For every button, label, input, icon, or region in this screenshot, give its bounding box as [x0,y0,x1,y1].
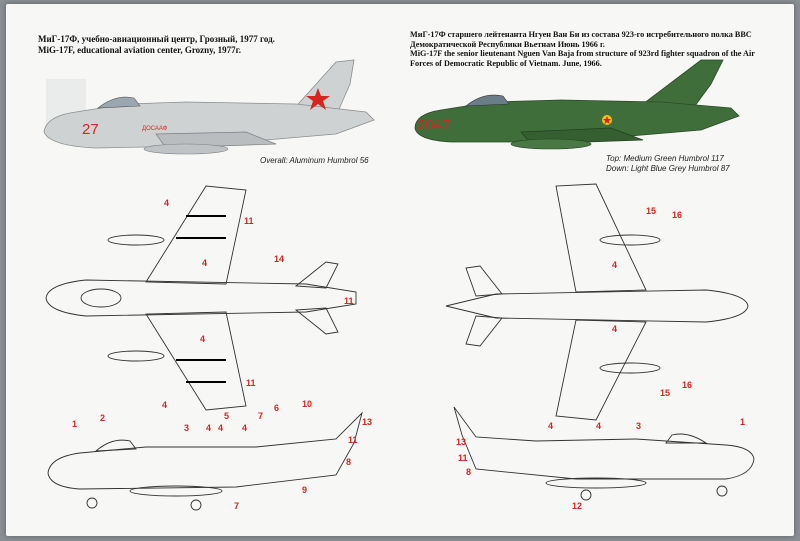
right-paint-bottom: Down: Light Blue Grey Humbrol 87 [606,163,730,173]
callout: 5 [224,411,229,421]
plan-tank-upper [599,234,661,246]
plan-upper-wing [145,185,247,285]
callout: 11 [344,296,354,306]
callout: 2 [100,413,105,423]
left-profile-aircraft: 27 ДОСААФ [43,59,375,155]
callout: 7 [234,501,239,511]
side-tank [129,485,223,497]
callout: 8 [466,467,471,477]
callout: 9 [302,485,307,495]
decal-instruction-sheet: МиГ-17Ф, учебно-авиационный центр, Грозн… [6,4,794,536]
drop-tank [510,138,592,150]
left-caption-ru: МиГ-17Ф, учебно-авиационный центр, Грозн… [38,34,275,44]
callout: 15 [646,206,656,216]
callout: 4 [202,258,207,268]
callout: 4 [612,324,617,334]
callout: 8 [346,457,351,467]
right-paint-top: Top: Medium Green Humbrol 117 [606,154,724,163]
plan-lower-wing [145,311,247,411]
right-profile-aircraft: 2047 [414,59,740,150]
callout: 4 [162,400,167,410]
callout: 16 [682,380,692,390]
red-star-icon [306,88,330,110]
left-side-view: 1 2 3 4 4 5 4 7 6 10 13 11 8 9 7 [47,399,372,511]
left-paint-note: Overall: Aluminum Humbrol 56 [260,156,369,165]
left-fuselage-text: ДОСААФ [142,126,168,132]
callout: 13 [362,417,372,427]
callout: 12 [572,501,582,511]
drop-tank [143,143,229,155]
callout: 4 [218,423,223,433]
left-caption: МиГ-17Ф, учебно-авиационный центр, Грозн… [38,34,338,55]
plan-lower-stab [465,315,503,347]
callout: 4 [164,198,169,208]
callout: 11 [246,378,256,388]
plan-lower-wing [555,319,647,421]
callout: 6 [274,403,279,413]
left-plan-view: 4 11 4 14 11 4 11 4 [45,185,357,411]
callout: 10 [302,399,312,409]
callout: 4 [200,334,205,344]
plan-upper-stab [465,265,503,297]
plan-tank-lower [107,350,165,362]
nose-wheel [86,497,98,509]
right-caption-ru: МиГ-17Ф старшего лейтенанта Нгуен Ван Би… [410,30,752,49]
plan-tank-upper [107,234,165,246]
roundel-star-icon [603,116,611,124]
callout: 15 [660,388,670,398]
callout: 4 [206,423,211,433]
plan-fuselage [45,279,357,317]
plan-tank-lower [599,362,661,374]
fuselage [43,101,375,149]
left-caption-en: MiG-17F, educational aviation center, Gr… [38,44,241,55]
callout: 4 [242,423,247,433]
canopy [465,94,510,107]
callout: 3 [184,423,189,433]
plan-upper-wing [555,183,647,293]
side-canopy [94,439,137,452]
main-wheel [190,499,202,511]
callout: 11 [458,453,468,463]
right-caption-en: MiG-17F the senior lieutenant Nguen Van … [410,49,755,68]
callout: 11 [244,216,254,226]
plan-fuselage [445,289,749,323]
plan-lower-stab [294,307,339,335]
callout: 4 [596,421,601,431]
callout: 13 [456,437,466,447]
nose-wheel [716,485,728,497]
callout: 7 [258,411,263,421]
right-caption: МиГ-17Ф старшего лейтенанта Нгуен Ван Би… [410,30,755,68]
side-tank [545,477,647,489]
fuselage [414,99,740,143]
callout: 4 [548,421,553,431]
plan-upper-stab [294,261,339,289]
callout: 11 [348,435,358,445]
callout: 4 [612,260,617,270]
side-canopy [665,433,708,444]
callout: 14 [274,254,284,264]
side-fuselage [47,411,363,490]
right-nose-number: 2047 [417,117,450,134]
side-fuselage [453,406,755,480]
right-plan-view: 15 16 4 4 15 16 [445,183,749,421]
callout: 1 [740,417,745,427]
canopy [97,96,141,109]
callout: 16 [672,210,682,220]
right-paint-note: Top: Medium Green Humbrol 117 Down: Ligh… [606,154,730,173]
plan-canopy [80,288,122,308]
left-nose-number: 27 [82,121,99,138]
main-wheel [580,489,592,501]
callout: 3 [636,421,641,431]
right-side-view: 13 11 8 4 4 3 1 12 [453,406,755,511]
callout: 1 [72,419,77,429]
